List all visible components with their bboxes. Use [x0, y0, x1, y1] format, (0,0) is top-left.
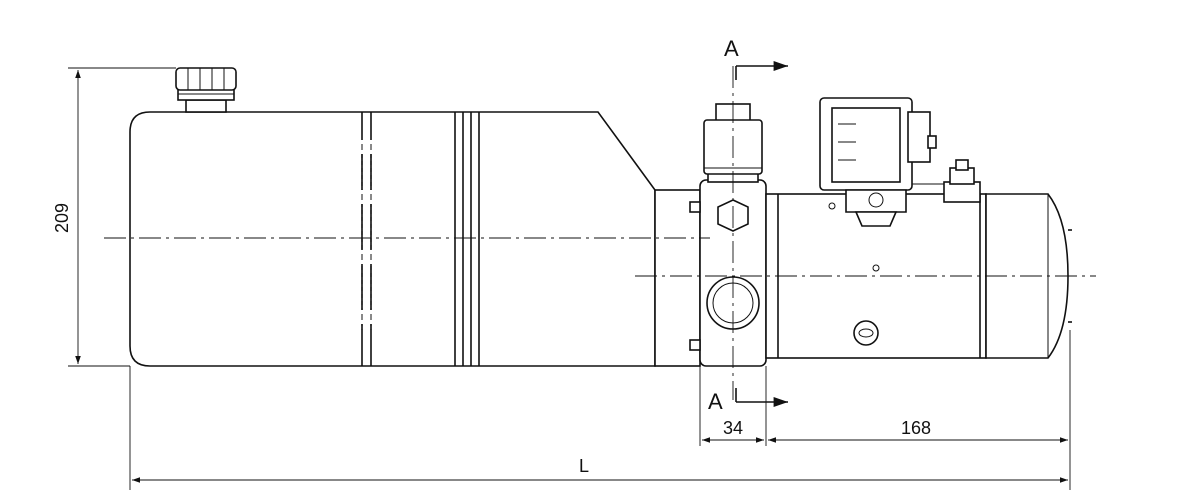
dimension-height: 209: [52, 67, 176, 367]
section-mark-bottom: A: [708, 388, 788, 414]
filler-cap: [175, 67, 237, 113]
section-mark-top: A: [724, 36, 788, 80]
dimension-168: 168: [768, 330, 1071, 490]
dimension-height-label: 209: [52, 203, 72, 233]
dimension-34-label: 34: [723, 418, 743, 438]
dimension-overall-length: L: [129, 366, 1068, 490]
dimension-168-label: 168: [901, 418, 931, 438]
manifold-block: [689, 171, 767, 367]
tank-break-marks: [358, 140, 376, 324]
motor-plug-icon: [853, 320, 879, 346]
motor-terminal: [912, 159, 981, 203]
start-relay: [819, 97, 937, 227]
section-label-bottom: A: [708, 389, 723, 414]
section-label-top: A: [724, 36, 739, 61]
oil-tank: [129, 111, 656, 367]
dimension-overall-label: L: [579, 456, 589, 476]
centerlines: [104, 66, 1096, 400]
dimension-34: 34: [699, 366, 767, 446]
